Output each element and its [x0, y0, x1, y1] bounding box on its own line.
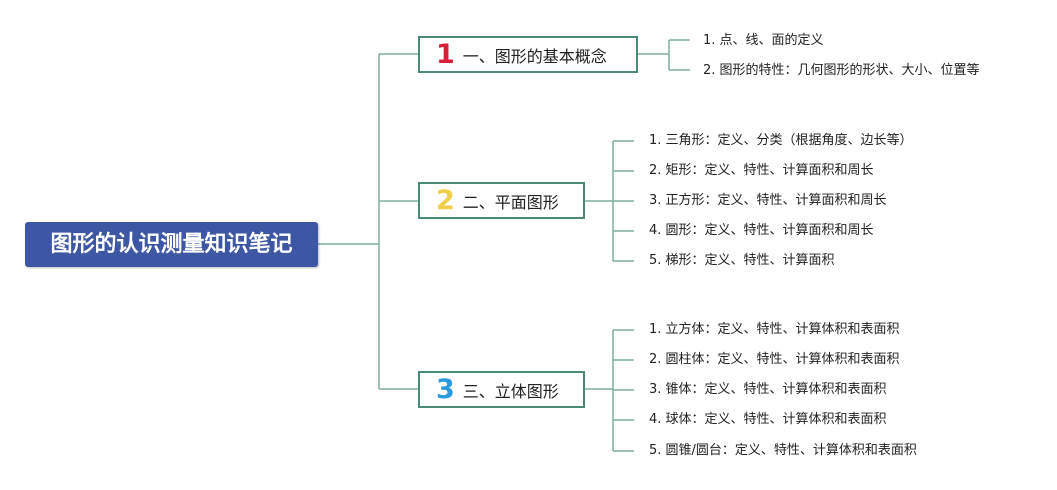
leaf-item: 4. 球体：定义、特性、计算体积和表面积	[649, 412, 887, 427]
branch-1-leaf-ticks	[669, 39, 690, 71]
leaf-item: 3. 锥体：定义、特性、计算体积和表面积	[649, 382, 887, 397]
branch-node-1[interactable]: 1 一、图形的基本概念	[418, 36, 638, 73]
leaf-item: 5. 圆锥/圆台：定义、特性、计算体积和表面积	[649, 443, 917, 458]
leaf-item: 5. 梯形：定义、特性、计算面积	[649, 253, 835, 268]
leaf-item: 1. 三角形：定义、分类（根据角度、边长等）	[649, 133, 913, 148]
leaf-item: 2. 矩形：定义、特性、计算面积和周长	[649, 163, 874, 178]
branch-number-2: 2	[436, 185, 455, 216]
branch-number-1: 1	[436, 39, 455, 70]
leaf-item: 4. 圆形：定义、特性、计算面积和周长	[649, 223, 874, 238]
leaf-item: 3. 正方形：定义、特性、计算面积和周长	[649, 193, 887, 208]
branch-number-3: 3	[436, 374, 455, 405]
branch-3-leaf-ticks	[613, 329, 634, 452]
root-title: 图形的认识测量知识笔记	[50, 232, 293, 257]
root-node[interactable]: 图形的认识测量知识笔记	[25, 222, 318, 267]
leaf-item: 1. 点、线、面的定义	[703, 33, 824, 48]
leaf-item: 2. 图形的特性：几何图形的形状、大小、位置等	[703, 63, 980, 78]
branch-label-2: 二、平面图形	[462, 192, 559, 212]
branch-label-3: 三、立体图形	[462, 381, 559, 401]
branch-node-2[interactable]: 2 二、平面图形	[418, 182, 585, 219]
branch-2-leaf-ticks	[613, 140, 634, 262]
leaf-item: 2. 圆柱体：定义、特性、计算体积和表面积	[649, 352, 900, 367]
branch-label-1: 一、图形的基本概念	[462, 46, 607, 66]
branch-node-3[interactable]: 3 三、立体图形	[418, 371, 585, 408]
leaf-item: 1. 立方体：定义、特性、计算体积和表面积	[649, 322, 900, 337]
